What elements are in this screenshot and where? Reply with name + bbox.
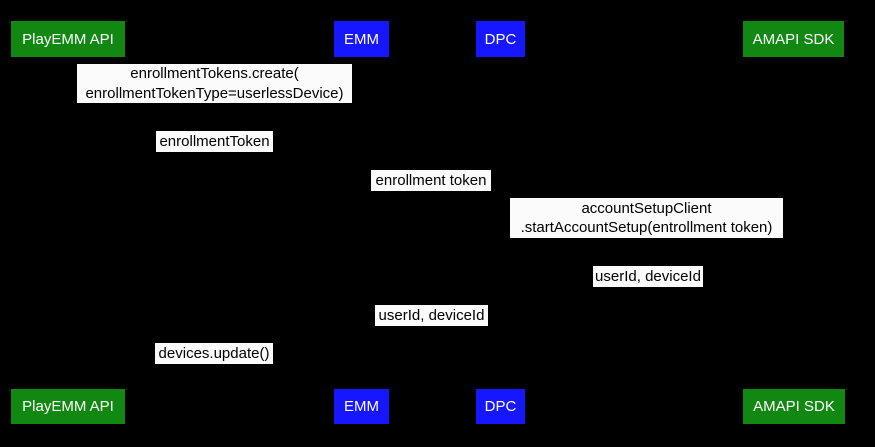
message-startaccountsetup: accountSetupClient .startAccountSetup(en…	[510, 198, 783, 238]
message-enrollmenttokens-create: enrollmentTokens.create( enrollmentToken…	[77, 64, 352, 103]
actor-dpc-top: DPC	[476, 21, 525, 57]
actor-amapi-sdk-top: AMAPI SDK	[743, 21, 844, 57]
actor-emm-bottom: EMM	[334, 389, 389, 424]
actor-playemm-api-bottom: PlayEMM API	[11, 389, 125, 424]
message-userid-deviceid-sdk-to-dpc: userId, deviceId	[593, 266, 703, 287]
message-enrollment-token: enrollment token	[371, 170, 491, 191]
actor-amapi-sdk-bottom: AMAPI SDK	[743, 389, 845, 424]
actor-playemm-api-top: PlayEMM API	[11, 21, 125, 57]
actor-emm-top: EMM	[334, 21, 389, 57]
actor-dpc-bottom: DPC	[476, 389, 525, 424]
message-devices-update: devices.update()	[155, 343, 273, 364]
message-enrollmenttoken: enrollmentToken	[156, 131, 273, 152]
message-userid-deviceid-dpc-to-emm: userId, deviceId	[375, 305, 488, 326]
